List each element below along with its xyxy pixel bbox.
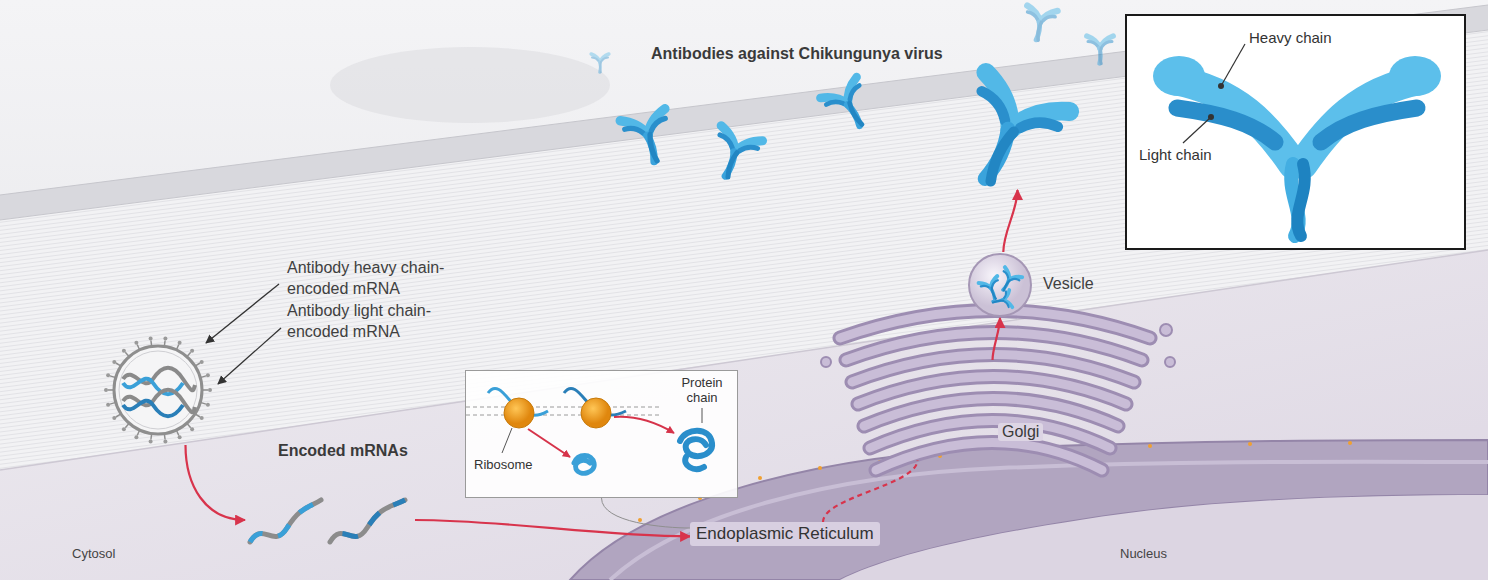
node-text: Antibodies against Chikungunya virus (651, 45, 943, 63)
lipid-nanoparticle: Antibody heavy chain-encoded mRNAAntibod… (103, 335, 213, 445)
flow-arrow (1003, 190, 1017, 252)
flow-arrow (602, 498, 691, 528)
node-text: Ribosome (474, 457, 533, 472)
node-text: Vesicle (1043, 275, 1094, 293)
antibody (591, 54, 609, 72)
node-text: Endoplasmic Reticulum (690, 522, 880, 546)
inset-box: Heavy chainLight chain (1125, 14, 1466, 250)
membrane-line (0, 250, 1488, 470)
node-text: Light chain (1139, 146, 1212, 163)
er-ribosomes (638, 441, 1352, 522)
leader-arrows (206, 284, 281, 384)
antibody (820, 77, 878, 136)
lipid-nanoparticle-shape (103, 335, 213, 445)
antibody-group: Antibodies against Chikungunya virus (935, 75, 1085, 190)
cytosol (0, 250, 1488, 580)
vesicle: Vesicle (967, 252, 1033, 318)
organelle-region: Golgi (880, 360, 1130, 460)
mrna-group: Encoded mRNAs (245, 490, 415, 550)
shadow (330, 47, 610, 123)
region-label: Nucleus (1120, 546, 1167, 561)
flow-arrow (415, 520, 690, 536)
node-text: Golgi (998, 423, 1043, 441)
node-text: Antibody heavy chain-encoded mRNA (287, 257, 457, 299)
golgi-apparatus (821, 311, 1175, 471)
node-text: Heavy chain (1249, 29, 1332, 46)
antibody (1087, 36, 1113, 64)
detail-box: Protein chainRibosome (465, 370, 738, 498)
vesicle-shape (967, 252, 1033, 318)
region-label: Cytosol (72, 546, 115, 561)
nucleus (840, 495, 1488, 580)
antibody (620, 109, 677, 168)
antibody (945, 72, 1070, 199)
antibody (705, 126, 762, 184)
antibody (1022, 6, 1058, 43)
node-text: Protein chain (671, 375, 733, 405)
antibody-molecules (591, 6, 1113, 199)
antibody-structure (1127, 16, 1464, 248)
flow-arrow (186, 445, 246, 520)
node-text: Antibody light chain-encoded mRNA (287, 300, 457, 342)
node-text: Encoded mRNAs (278, 442, 408, 460)
er-lumen (610, 462, 1488, 580)
organelle-label: Endoplasmic Reticulum (690, 522, 880, 546)
flow-arrow (823, 460, 918, 522)
mrna-strands (245, 490, 415, 550)
flow-arrow (993, 318, 1001, 360)
